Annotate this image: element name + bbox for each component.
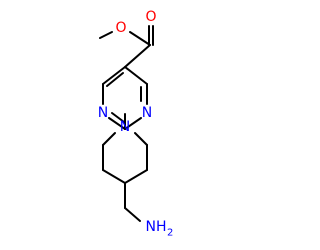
piperidine-ring: [102, 132, 148, 184]
atom-piperidine-n: N: [120, 119, 130, 135]
bond-n3-c2: [108, 117, 126, 130]
bond-c2r-pipn: [134, 132, 148, 146]
bond-pipn-c2l: [102, 132, 116, 146]
bond-o-carbonyl: [129, 31, 151, 46]
atom-pyrimidine-n-left: N: [98, 105, 108, 121]
bond-c3l-c4: [102, 169, 126, 184]
bond-n3-c2-inner: [111, 112, 125, 123]
molecule-structure: O O N N N NH 2: [98, 9, 174, 239]
pyrimidine-ring: [102, 66, 148, 130]
atom-pyrimidine-n-right: N: [142, 105, 152, 121]
methyl-ester-group: [99, 25, 154, 68]
atom-amine: NH 2: [146, 219, 174, 239]
bond-c5-c4-inner: [106, 72, 124, 87]
atom-ester-o-single: O: [115, 20, 126, 36]
atom-amine-label: NH: [146, 219, 167, 235]
atom-ester-o-double: O: [145, 9, 156, 25]
atom-amine-subscript: 2: [167, 228, 173, 239]
bond-c6-c5: [124, 66, 148, 85]
bond-carbonyl-ring: [124, 44, 151, 68]
bond-ch2-nh2: [124, 207, 141, 222]
bond-c4-c3r: [124, 169, 148, 184]
bond-methyl-o: [99, 31, 113, 39]
bond-c2-n1: [124, 117, 142, 130]
bond-c5-c4: [102, 66, 126, 85]
